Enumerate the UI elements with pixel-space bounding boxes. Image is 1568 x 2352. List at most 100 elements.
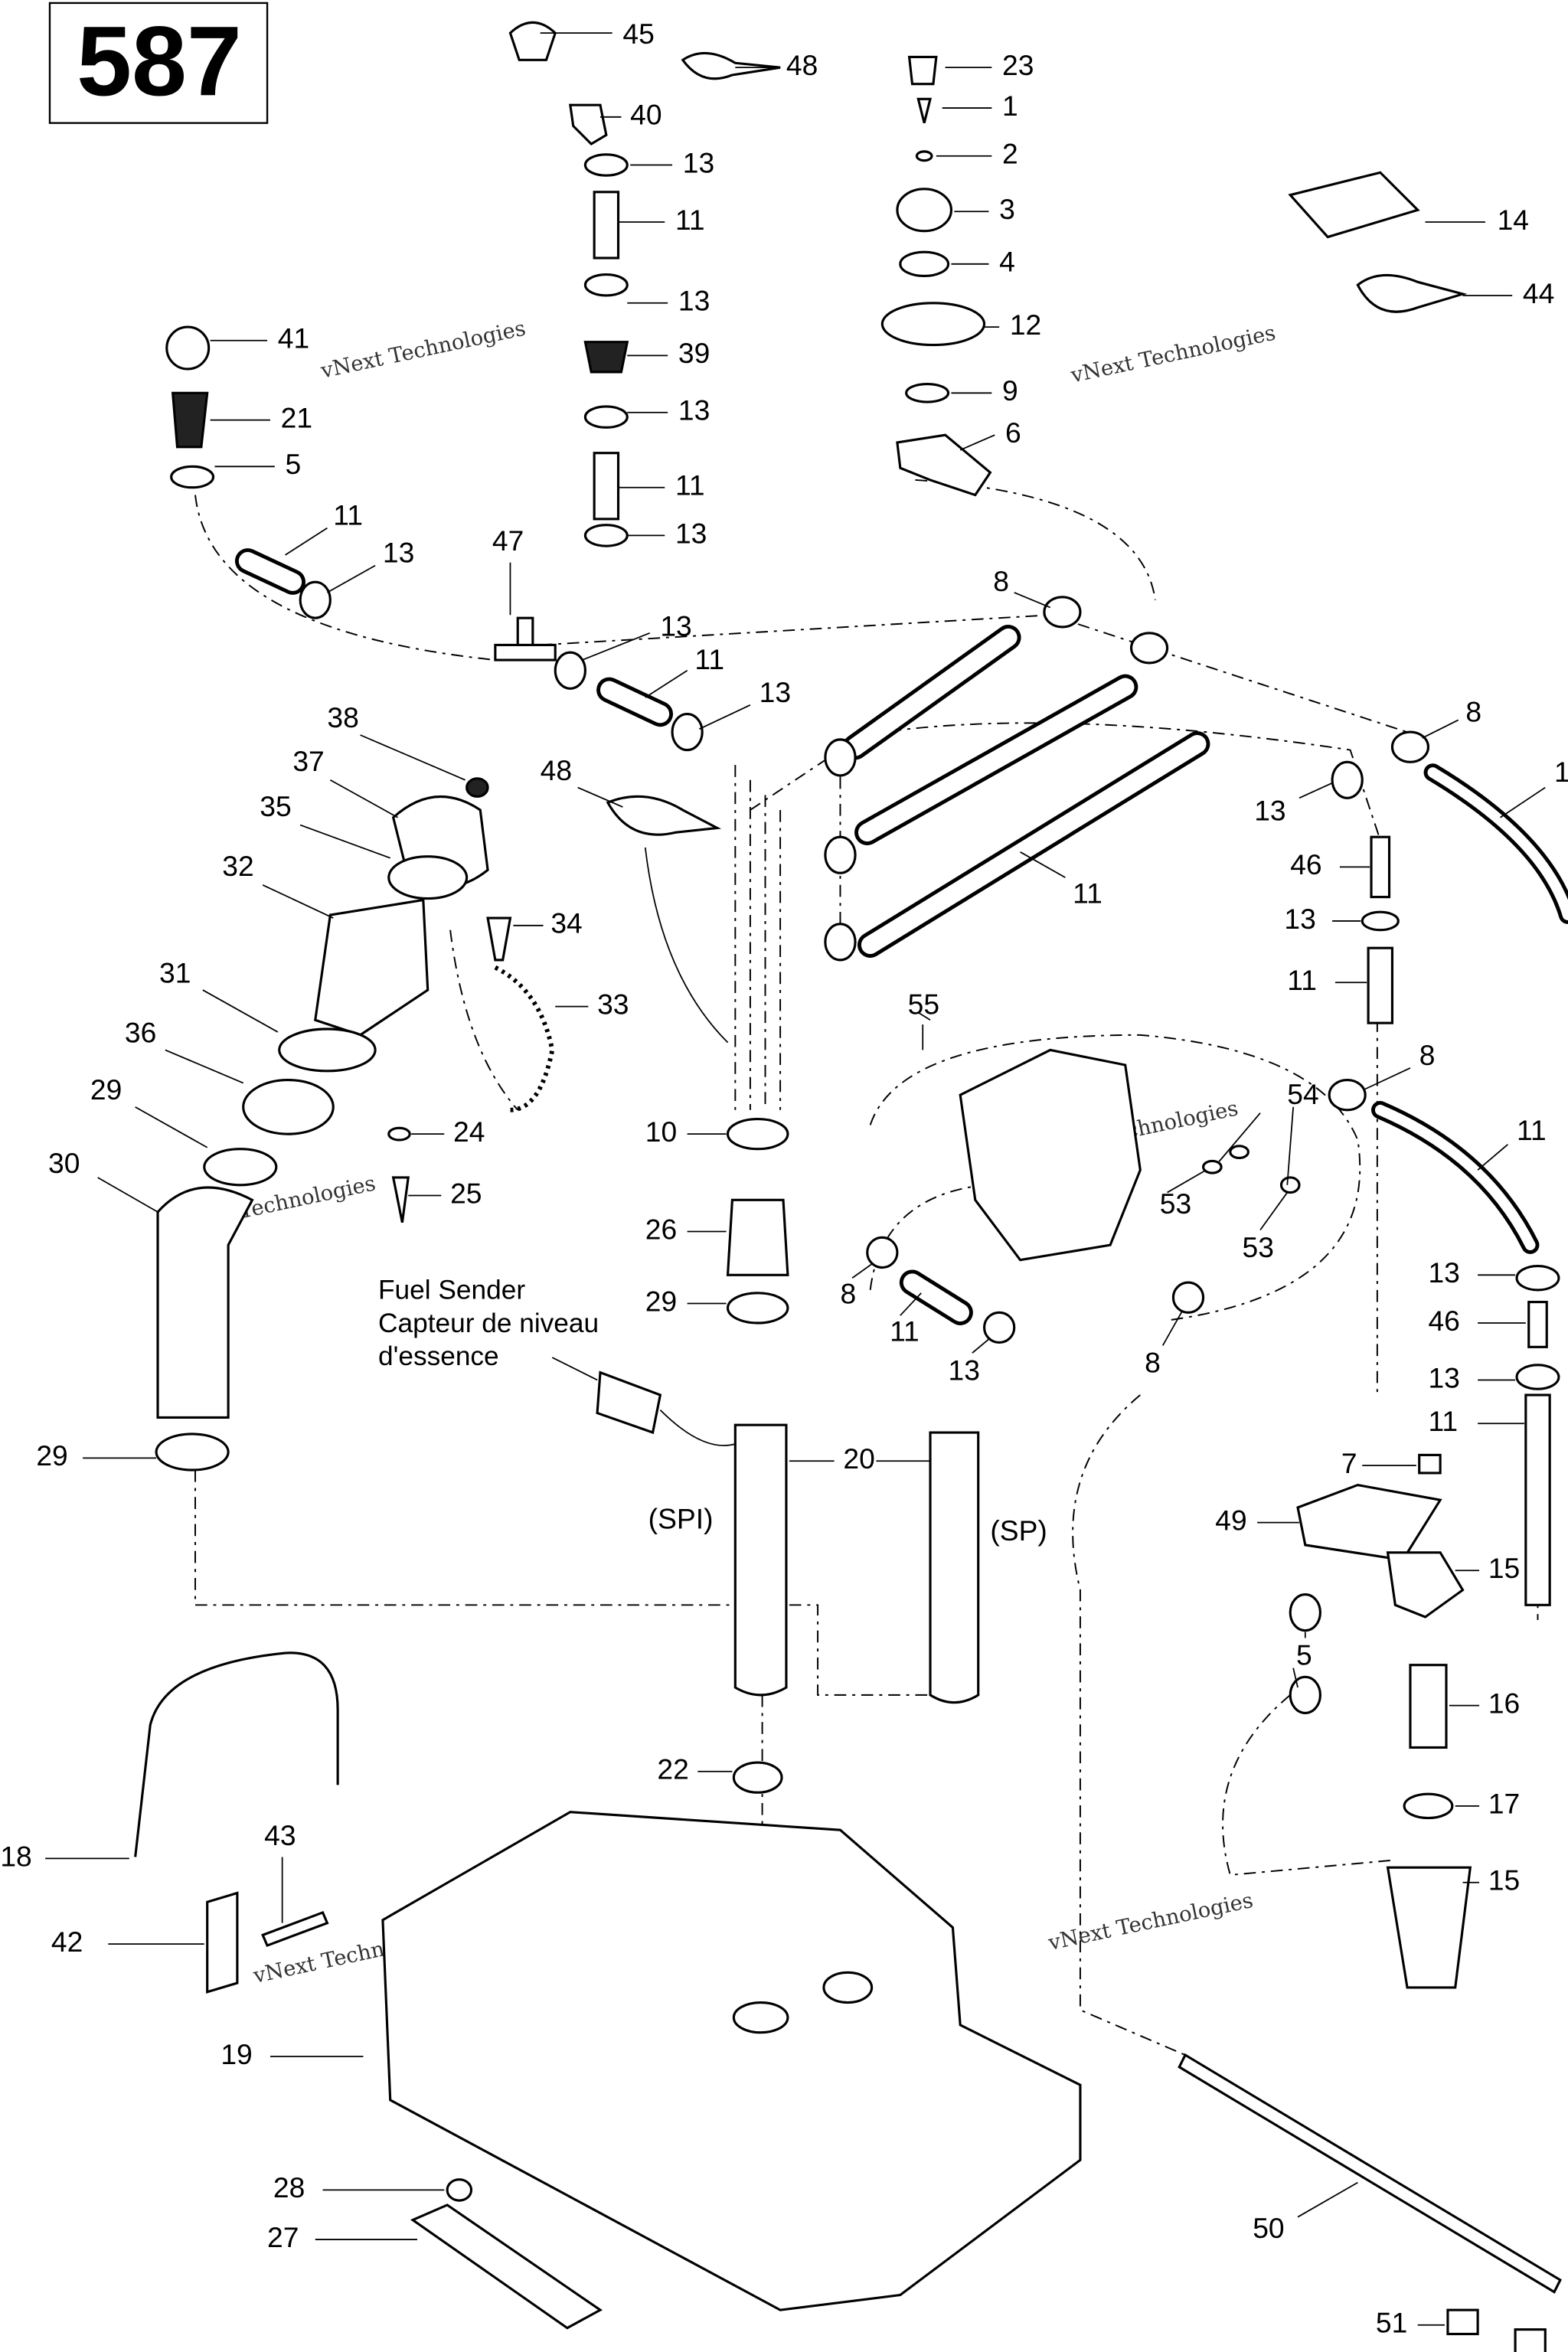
leader-line	[1259, 1192, 1289, 1231]
callout-46: 46	[1290, 848, 1370, 880]
callout-29: 29	[645, 1285, 727, 1317]
callout-number: 20	[843, 1442, 874, 1475]
callout-42: 42	[51, 1926, 204, 1958]
leader-line	[851, 1262, 874, 1279]
strap-18	[134, 1651, 339, 1857]
callout-number: 7	[1341, 1447, 1357, 1479]
callout-47: 47	[492, 524, 524, 616]
leader-line	[645, 670, 688, 698]
clamp-5	[1289, 1593, 1321, 1632]
callout-11: 11	[1428, 1405, 1524, 1437]
callout-44: 44	[1462, 277, 1554, 309]
clamp-13	[1331, 760, 1364, 799]
screw-28	[446, 2178, 473, 2202]
clamp-8	[1171, 1281, 1205, 1314]
hose-30	[156, 1186, 254, 1419]
callout-number: 30	[48, 1147, 80, 1179]
clamp-13	[1515, 1264, 1560, 1292]
leader-line	[1014, 592, 1051, 609]
variant-label-sp: (SP)	[990, 1514, 1047, 1547]
plug-23	[907, 55, 938, 86]
callout-38: 38	[327, 701, 466, 781]
hose-11	[593, 191, 620, 260]
tie-strap-48	[606, 795, 722, 836]
callout-8: 8	[1364, 1039, 1436, 1090]
leader-line	[285, 527, 328, 556]
clamp-13	[824, 738, 857, 777]
callout-13: 13	[1284, 903, 1361, 935]
callout-number: 11	[675, 469, 705, 501]
callout-number: 8	[1419, 1039, 1436, 1071]
leader-line	[577, 786, 623, 808]
callout-number: 19	[220, 2038, 252, 2070]
nut-7	[1418, 1453, 1442, 1475]
callout-13: 13	[949, 1337, 991, 1386]
callout-number: 46	[1428, 1305, 1459, 1337]
callout-number: 43	[264, 1819, 296, 1851]
callout-18: 18	[0, 1840, 129, 1872]
callout-28: 28	[273, 2171, 445, 2203]
callout-37: 37	[292, 745, 398, 818]
callout-number: 35	[260, 790, 291, 822]
callout-43: 43	[264, 1819, 296, 1923]
callout-number: 54	[1287, 1078, 1318, 1110]
washer-54	[1202, 1159, 1223, 1174]
callout-number: 28	[273, 2171, 305, 2203]
parts	[134, 21, 1568, 2352]
clamp-10	[726, 1117, 789, 1151]
callout-number: 16	[1488, 1687, 1520, 1719]
callouts: 4548401311133913111323123412961444412151…	[0, 18, 1568, 2339]
callout-number: 50	[1253, 2212, 1284, 2244]
decal-51	[1514, 2328, 1547, 2352]
leader-line	[97, 1177, 158, 1213]
callout-13: 13	[698, 676, 791, 730]
clamp-13	[583, 405, 629, 429]
leader-line	[202, 989, 279, 1033]
callout-number: 27	[267, 2221, 299, 2253]
callout-7: 7	[1341, 1447, 1416, 1479]
washer-24	[387, 1126, 411, 1142]
clamp-13	[824, 835, 857, 874]
clamp-8	[866, 1236, 899, 1269]
bracket-42	[206, 1891, 239, 1994]
callout-number: 48	[541, 754, 572, 786]
callout-number: 53	[1160, 1187, 1191, 1220]
clamp-29	[203, 1148, 278, 1187]
callout-20: 20	[789, 1442, 875, 1475]
callout-13: 13	[627, 517, 707, 549]
fuel-sender-spi-20	[733, 1423, 788, 1697]
callout-11: 11	[890, 1292, 922, 1348]
callout-number: 14	[1498, 204, 1529, 236]
page-number: 587	[77, 6, 242, 116]
leader-line	[1217, 1112, 1261, 1163]
callout-50: 50	[1253, 2181, 1358, 2244]
callout-number: 53	[1243, 1231, 1274, 1263]
tee-47	[494, 616, 557, 662]
callout-1: 1	[1500, 756, 1568, 818]
callout-number: 49	[1215, 1504, 1246, 1536]
clamp-13	[583, 524, 629, 547]
clamp-8	[1390, 730, 1430, 763]
callout-13: 13	[1428, 1361, 1516, 1393]
strap-27	[410, 2203, 603, 2330]
callout-41: 41	[210, 322, 309, 354]
callout-15: 15	[1462, 1864, 1520, 1896]
callout-number: 8	[840, 1278, 856, 1310]
callout-8: 8	[993, 565, 1051, 609]
elbow-40	[569, 103, 608, 146]
callout-number: 15	[1488, 1552, 1520, 1584]
callout-36: 36	[125, 1017, 244, 1084]
fitting-46	[1527, 1301, 1548, 1348]
callout-number: 38	[327, 701, 358, 733]
clamp-13	[583, 273, 629, 297]
callout-number: 11	[890, 1315, 920, 1348]
fuel-tank-19	[381, 1811, 1082, 2311]
callout-32: 32	[222, 850, 334, 919]
callout-number: 17	[1488, 1788, 1520, 1820]
callout-number: 15	[1488, 1864, 1520, 1896]
callout-33: 33	[555, 988, 629, 1020]
fitting-6	[896, 433, 992, 497]
clip-14	[1288, 171, 1420, 239]
leader-line	[1500, 786, 1546, 818]
leader-line	[299, 824, 391, 859]
